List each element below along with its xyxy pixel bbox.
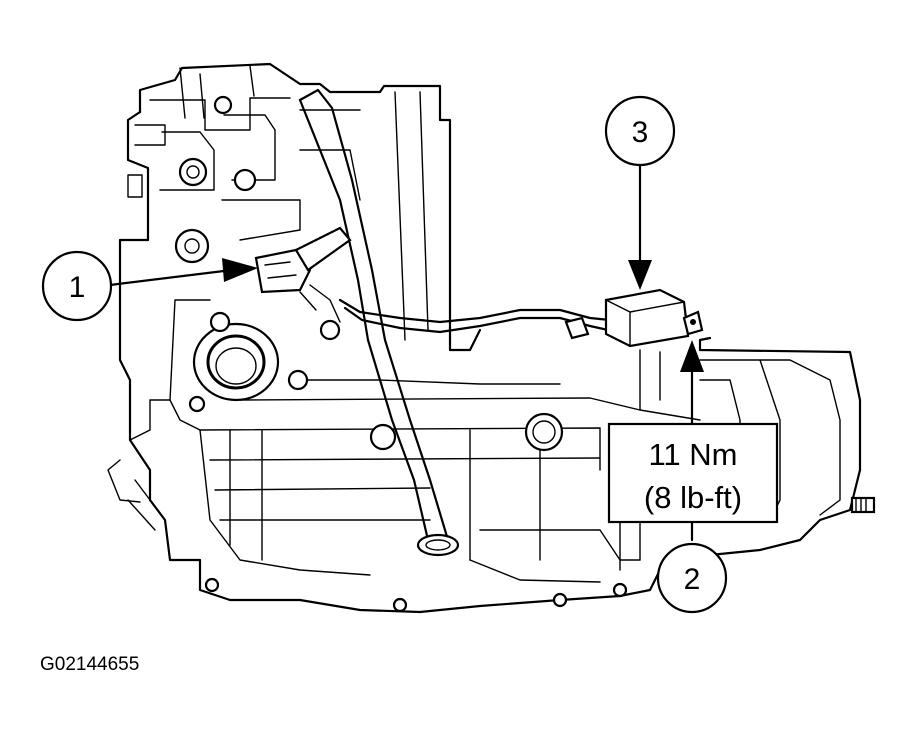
leader-arrow-3 (628, 163, 652, 290)
callout-3: 3 (604, 95, 676, 167)
leader-arrow-1 (108, 258, 258, 287)
callout-2: 2 (656, 542, 728, 614)
sensor-item-1 (254, 226, 352, 323)
callout-1: 1 (41, 250, 113, 322)
dipstick-tube (298, 88, 460, 557)
module-item-3 (604, 288, 704, 348)
torque-spec-box: 11 Nm (8 lb-ft) (607, 422, 779, 524)
transaxle-housing (107, 62, 876, 614)
figure-id: G02144655 (40, 654, 139, 675)
callout-3-label: 3 (632, 116, 649, 149)
callout-2-label: 2 (684, 563, 701, 596)
torque-nm-value: 11 Nm (648, 437, 737, 472)
wiring-harness (338, 298, 612, 340)
torque-lbft-value: (8 lb-ft) (644, 480, 742, 515)
callout-1-label: 1 (69, 271, 86, 304)
